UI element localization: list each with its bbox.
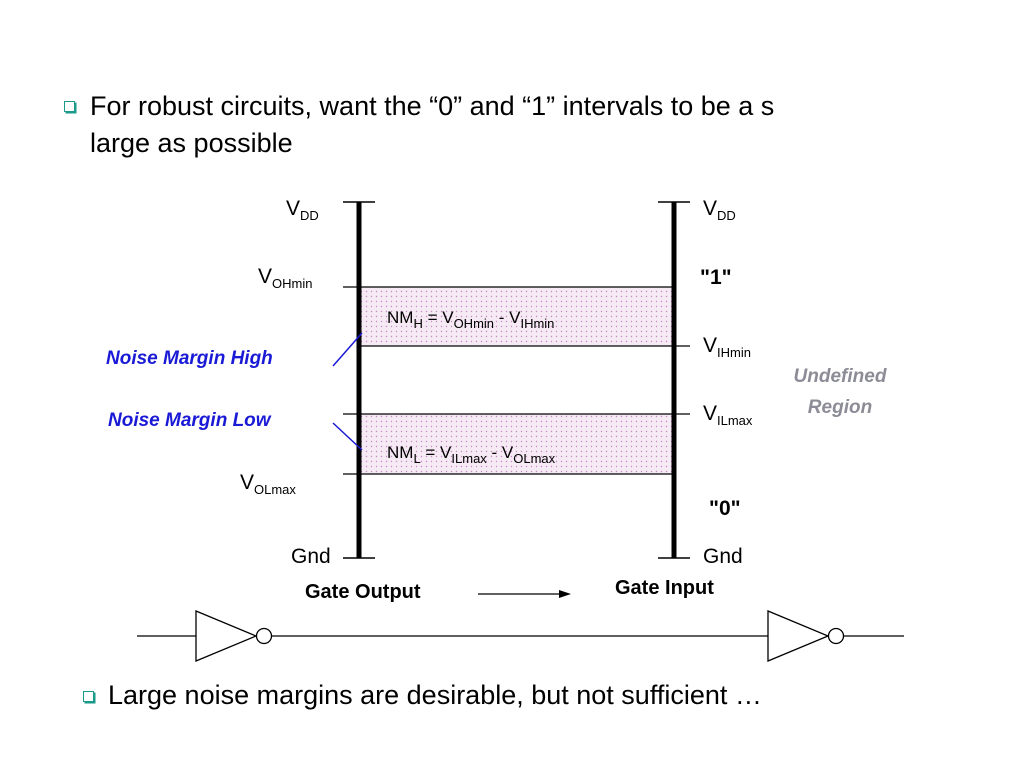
undefined-region-line-1: Undefined [793,366,887,387]
left-voh-min-label: VOHmin [258,265,313,291]
bullet-1-line-2: large as possible [90,128,293,158]
bullet-icon [83,691,94,702]
logic-one-label: "1" [700,266,732,289]
undefined-region-label: Undefined Region [770,361,910,423]
noise-margin-low-pointer [332,422,363,451]
noise-margin-high-label: Noise Margin High [106,348,273,369]
left-vdd-label: VDD [286,197,319,223]
undefined-region-line-2: Region [807,397,873,418]
noise-margin-high-band [359,287,674,346]
bullet-1-line-1: For robust circuits, want the “0” and “1… [90,91,775,121]
nml-equation: NML = VILmax - VOLmax [387,443,556,466]
bullet-2-line-1: Large noise margins are desirable, but n… [108,680,762,710]
nmh-equation: NMH = VOHmin - VIHmin [387,308,555,331]
inverter-1-triangle [195,610,258,662]
logic-zero-label: "0" [709,497,741,520]
direction-arrow-head [559,590,571,598]
gate-input-caption: Gate Input [615,577,714,599]
inverter-2-triangle [767,610,830,662]
bullet-icon [64,101,75,112]
inverter-2-bubble [827,627,845,645]
gate-output-caption: Gate Output [305,581,421,603]
left-gnd-label: Gnd [291,545,331,568]
right-vih-min-label: VIHmin [703,334,751,360]
right-vdd-label: VDD [703,197,736,223]
noise-margin-low-label: Noise Margin Low [108,410,271,431]
noise-margin-low-band [359,414,674,474]
noise-margin-high-pointer [332,332,363,367]
right-vil-max-label: VILmax [703,402,753,428]
inverter-1-bubble [255,627,273,645]
left-vol-max-label: VOLmax [240,471,296,497]
right-gnd-label: Gnd [703,545,743,568]
